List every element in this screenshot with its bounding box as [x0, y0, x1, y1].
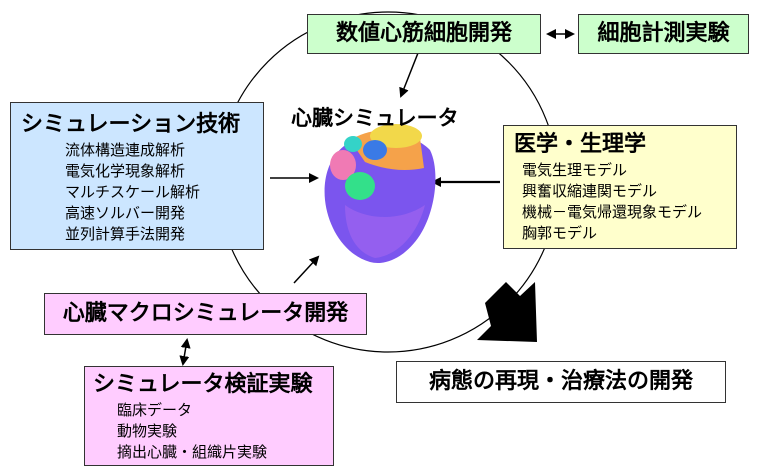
validation-box: シミュレータ検証実験 臨床データ 動物実験 摘出心臓・組織片実験 [84, 366, 334, 466]
macro-dev-box: 心臓マクロシミュレータ開発 [44, 293, 367, 335]
arrow-macro-to-heart [293, 255, 320, 284]
center-label: 心臓シミュレータ [291, 106, 459, 130]
simulation-tech-list: 流体構造連成解析 電気化学現象解析 マルチスケール解析 高速ソルバー開発 並列計… [65, 140, 263, 245]
heart-green-region [345, 172, 375, 200]
list-item: 電気生理モデル [522, 161, 628, 179]
list-item: 流体構造連成解析 [65, 141, 186, 159]
validation-list: 臨床データ 動物実験 摘出心臓・組織片実験 [117, 400, 333, 463]
numerical-cell-title: 数値心筋細胞開発 [335, 21, 512, 46]
simulation-tech-box: シミュレーション技術 流体構造連成解析 電気化学現象解析 マルチスケール解析 高… [10, 102, 264, 250]
cell-measurement-box: 細胞計測実験 [578, 14, 749, 54]
macro-dev-title: 心臓マクロシミュレータ開発 [62, 301, 349, 326]
list-item: 摘出心臓・組織片実験 [117, 443, 268, 461]
medicine-box: 医学・生理学 電気生理モデル 興奮収縮連関モデル 機械－電気帰還現象モデル 胸郭… [503, 125, 737, 249]
medicine-list: 電気生理モデル 興奮収縮連関モデル 機械－電気帰還現象モデル 胸郭モデル [522, 160, 736, 244]
medicine-title: 医学・生理学 [514, 132, 647, 157]
heart-pink-region [330, 150, 356, 180]
arrow-cell-to-heart [399, 52, 419, 98]
list-item: 高速ソルバー開発 [65, 204, 186, 222]
validation-title: シミュレータ検証実験 [93, 372, 313, 397]
big-arrow-outcome [477, 282, 537, 342]
numerical-cell-box: 数値心筋細胞開発 [307, 14, 541, 54]
double-arrow-bottom [179, 338, 191, 366]
list-item: 機械－電気帰還現象モデル [522, 203, 703, 221]
list-item: マルチスケール解析 [65, 183, 201, 201]
list-item: 電気化学現象解析 [65, 162, 186, 180]
list-item: 臨床データ [117, 401, 193, 419]
list-item: 興奮収縮連関モデル [522, 182, 658, 200]
list-item: 動物実験 [117, 422, 178, 440]
heart-teal-region [344, 136, 362, 152]
list-item: 胸郭モデル [522, 224, 598, 242]
simulation-tech-title: シミュレーション技術 [21, 112, 241, 137]
heart-blue-region [363, 140, 387, 160]
list-item: 並列計算手法開発 [65, 225, 186, 243]
heart-lower-violet [345, 205, 425, 258]
outcome-title: 病態の再現・治療法の開発 [428, 369, 693, 394]
cell-measurement-title: 細胞計測実験 [597, 21, 730, 46]
outcome-box: 病態の再現・治療法の開発 [396, 361, 726, 403]
heart-yellow-region [370, 124, 422, 148]
